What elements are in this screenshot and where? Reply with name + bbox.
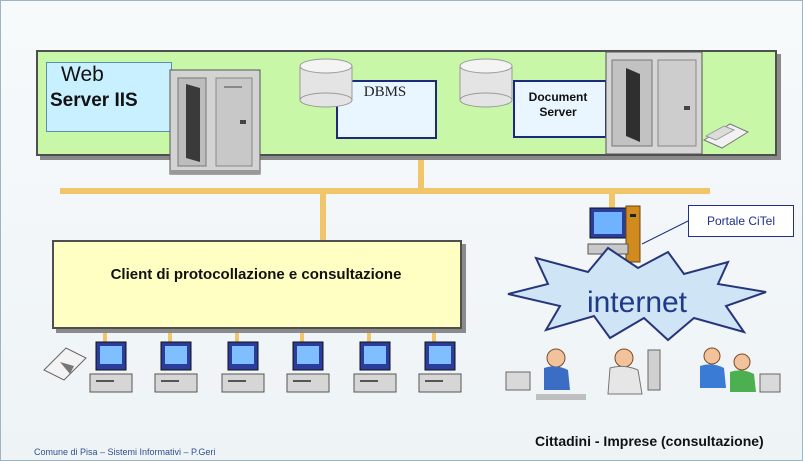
pc-icon-2: [154, 341, 198, 393]
document-server-line2: Server: [539, 105, 577, 119]
document-cylinder-icon: [459, 58, 513, 108]
scanner-left-icon: [43, 347, 87, 381]
client-label: Client di protocollazione e consultazion…: [110, 266, 402, 283]
dbms-cylinder-icon: [299, 58, 353, 108]
pc-drops: [103, 320, 436, 344]
document-server-tower-icon: [605, 51, 703, 155]
citizens-label: Cittadini - Imprese (consultazione): [535, 433, 764, 449]
footer-credit: Comune di Pisa – Sistemi Informativi – P…: [34, 447, 216, 457]
portale-citel-label: Portale CiTel: [688, 205, 794, 237]
pc-icon-1: [89, 341, 133, 393]
pc-icon-5: [353, 341, 397, 393]
pc-icon-4: [286, 341, 330, 393]
portale-pointer: [641, 219, 691, 245]
document-server-label: Document Server: [513, 90, 603, 120]
client-band: [52, 240, 462, 329]
citizen-user-icon-2: [607, 348, 661, 395]
web-server-line2: Server IIS: [50, 90, 138, 111]
citizen-user-icon-1: [505, 348, 586, 400]
dbms-box: [336, 80, 437, 139]
backbone-line: [60, 188, 710, 194]
scanner-icon: [702, 123, 750, 149]
citizens-illustration: [505, 347, 781, 400]
server-drop-line: [418, 152, 424, 190]
web-server-line1: Web: [61, 63, 104, 86]
portale-drop-line: [609, 193, 615, 209]
client-drop-line: [320, 193, 326, 241]
dbms-label: DBMS: [363, 84, 407, 100]
internet-label: internet: [586, 286, 688, 319]
document-server-line1: Document: [528, 90, 588, 104]
pc-icon-6: [418, 341, 462, 393]
web-server-label: Web Server IIS: [46, 62, 172, 132]
server-tower-icon: [169, 69, 261, 175]
pc-icon-3: [221, 341, 265, 393]
citizen-user-icon-3: [700, 347, 781, 393]
client-pcs: [43, 341, 462, 393]
internet-cloud-icon: [507, 246, 767, 342]
